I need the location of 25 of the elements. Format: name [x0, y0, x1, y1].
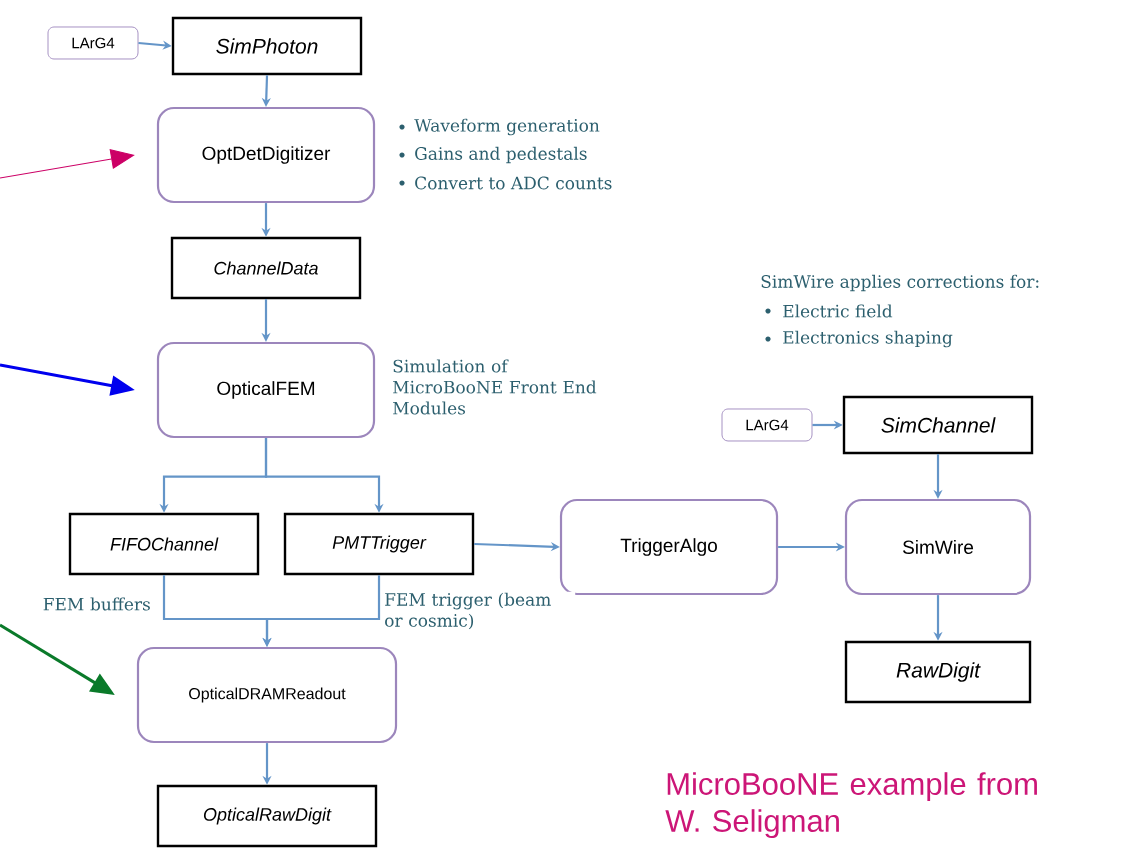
note-text: Gains and pedestals: [415, 146, 587, 164]
module-box: SimWire: [844, 498, 1032, 596]
edge-label: FEM buffers: [43, 597, 150, 611]
note-text: Waveform generation: [414, 118, 600, 136]
data-product-box: RawDigit: [844, 640, 1032, 704]
module-box: OpticalFEM: [156, 341, 376, 439]
module-box: OpticalDRAMReadout: [136, 646, 398, 744]
credit-text: MicroBooNE example from W. Seligman: [665, 772, 1037, 839]
note-text: Electric field: [783, 304, 893, 318]
note-text: Electronics shaping: [783, 330, 953, 348]
data-product-box: PMTTrigger: [283, 512, 475, 576]
source-box: LArG4: [721, 408, 813, 442]
data-product-box: ChannelData: [170, 236, 362, 300]
data-product-box: SimChannel: [842, 395, 1034, 455]
source-box: LArG4: [47, 26, 139, 60]
data-product-box: OpticalRawDigit: [156, 784, 378, 848]
note-text: Convert to ADC counts: [415, 176, 612, 190]
note-text: SimWire applies corrections for:: [761, 274, 1039, 292]
data-product-box: SimPhoton: [171, 16, 363, 76]
edge-label: FEM trigger (beam or cosmic): [385, 592, 551, 630]
note-text: Simulation of MicroBooNE Front End Modules: [393, 359, 597, 415]
data-product-box: FIFOChannel: [68, 512, 260, 576]
arrow: [0, 149, 135, 179]
module-box: TriggerAlgo: [559, 498, 779, 596]
module-box: OptDetDigitizer: [156, 106, 376, 204]
